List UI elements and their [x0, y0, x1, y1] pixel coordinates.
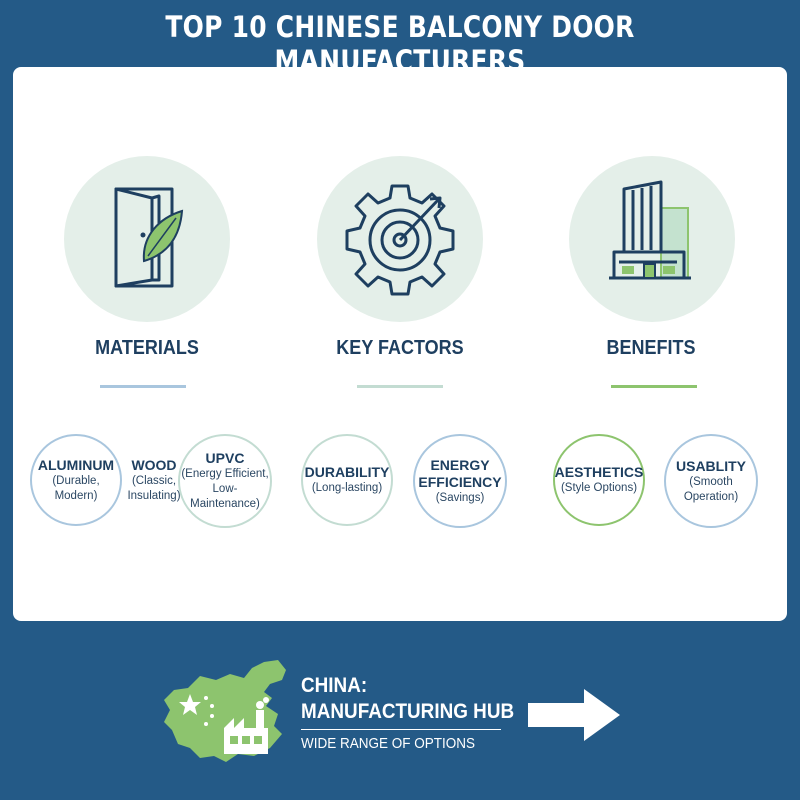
benefits-title: BENEFITS	[606, 337, 696, 359]
gear-target-icon	[345, 184, 455, 296]
building-icon	[609, 180, 691, 280]
key-factors-title: KEY FACTORS	[336, 337, 464, 359]
bubble-wood: WOOD (Classic, Insulating)	[127, 456, 181, 502]
key-factors-underline	[357, 385, 443, 388]
hub-subtitle: WIDE RANGE OF OPTIONS	[301, 735, 476, 752]
bubble-aluminum: ALUMINUM (Durable, Modern)	[30, 434, 122, 526]
page-title: TOP 10 CHINESE BALCONY DOOR MANUFACTURER…	[165, 10, 635, 78]
content-panel: MATERIALS KEY FACTORS BENEFITS ALUMINUM …	[13, 67, 787, 621]
materials-title: MATERIALS	[95, 337, 199, 359]
china-map-factory-icon	[164, 660, 286, 762]
materials-underline	[100, 385, 186, 388]
door-leaf-icon	[114, 187, 184, 288]
hub-divider	[301, 729, 501, 730]
bubble-durability: DURABILITY (Long-lasting)	[301, 434, 393, 526]
key-factors-icon-circle	[317, 156, 483, 322]
bubble-upvc: UPVC (Energy Efficient, Low-Maintenance)	[178, 434, 272, 528]
materials-icon-circle	[64, 156, 230, 322]
bubble-aesthetics: AESTHETICS (Style Options)	[553, 434, 645, 526]
bubble-energy-efficiency: ENERGY EFFICIENCY (Savings)	[413, 434, 507, 528]
right-arrow-icon	[528, 689, 620, 741]
bubble-usability: USABLITY (Smooth Operation)	[664, 434, 758, 528]
benefits-underline	[611, 385, 697, 388]
benefits-icon-circle	[569, 156, 735, 322]
hub-title: CHINA: MANUFACTURING HUB	[301, 674, 515, 723]
